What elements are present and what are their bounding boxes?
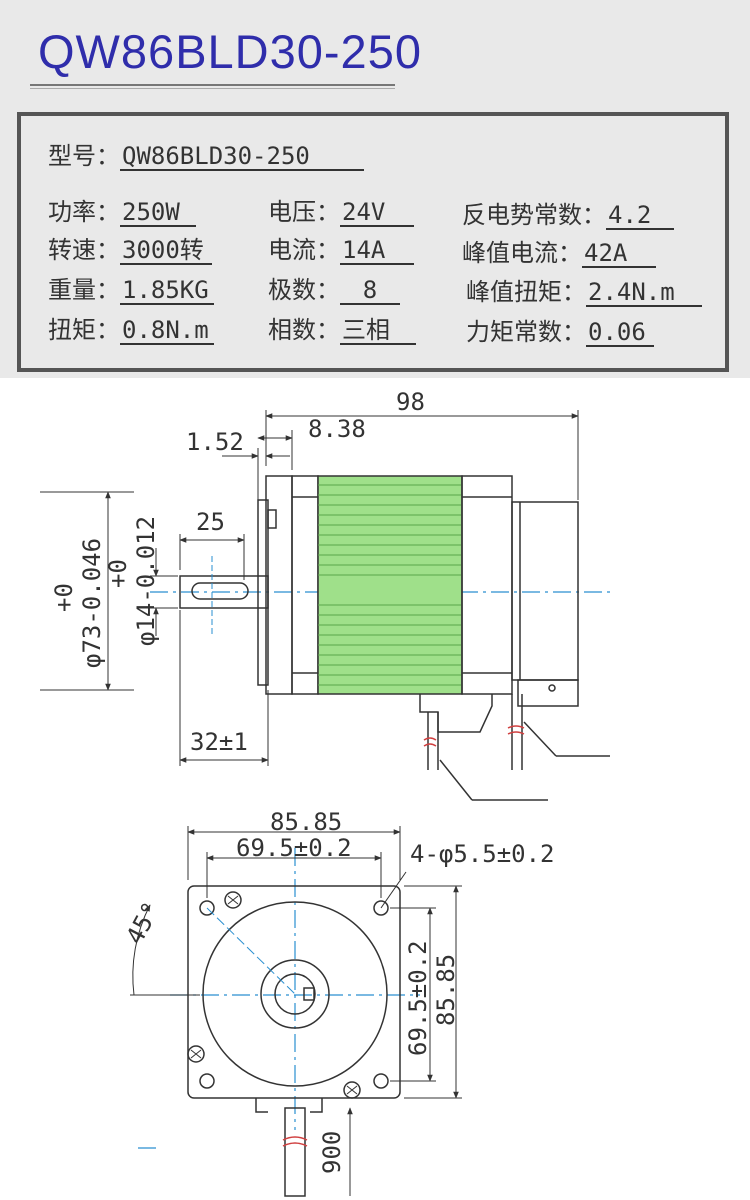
spec-poles-value: 8 [340,277,400,305]
rear-connector-box [517,679,579,707]
shaft-circle [274,973,316,1015]
spec-torque-value: 0.8N.m [120,317,214,345]
spec-peak-current-value: 42A [582,240,656,268]
mount-hole-bl [199,1073,215,1089]
screw-3 [343,1081,361,1099]
spec-table [17,112,729,372]
front-cap [291,475,319,695]
shaft-key [191,582,249,600]
title-underline [30,84,395,86]
spec-phase-value: 三相 [340,317,416,345]
dim-flange-thickness: 1.52 [186,428,244,456]
mount-hole-tl [199,900,215,916]
stator-fins [318,484,462,686]
spec-current: 电流：14A [268,230,414,265]
rear-cap [461,475,513,695]
spec-poles: 极数：8 [268,270,400,305]
spec-model-value: QW86BLD30-250 [120,143,364,171]
flange [265,475,293,695]
page-title: QW86BLD30-250 [38,25,422,78]
spec-power-value: 250W [120,199,196,227]
mount-hole-tr [373,900,389,916]
dim-angle: 45° [121,897,166,948]
screw-1 [224,891,242,909]
side-view [40,410,615,801]
dim-overall-length: 98 [396,388,425,416]
spec-phase: 相数：三相 [268,310,416,345]
spec-current-value: 14A [340,237,414,265]
dim-pilot-diameter: φ73-0.046 [78,538,106,668]
spec-torque-constant-value: 0.06 [586,319,654,347]
rear-housing [511,501,579,681]
dim-pilot-tolerance: +0 [50,583,78,612]
cable-front [284,1107,306,1197]
spec-torque-constant: 力矩常数：0.06 [466,312,654,347]
shaft-key-front [303,987,315,1001]
cable-exit [255,1098,323,1113]
spec-power: 功率：250W [48,192,196,227]
spec-bemf-value: 4.2 [606,202,674,230]
spec-speed: 转速：3000转 [48,230,212,265]
dim-key-length: 25 [196,508,225,536]
stator [317,475,463,695]
dim-shaft-diameter: φ14-0.012 [132,516,160,646]
spec-peak-current: 峰值电流：42A [462,233,656,268]
dim-boss-length: 8.38 [308,415,366,443]
spec-peak-torque: 峰值扭矩：2.4N.m [466,272,702,307]
screw-2 [187,1045,205,1063]
spec-bemf: 反电势常数：4.2 [462,195,674,230]
spec-model: 型号：QW86BLD30-250 [48,136,364,171]
mount-hole-br [373,1073,389,1089]
dim-lead-length: 900 [318,1131,346,1174]
title-underline-secondary [30,88,395,89]
cable-gland-1 [419,694,493,733]
flange-screw [267,509,277,529]
dim-flange-width: 85.85 [270,808,342,836]
pilot-circle [260,959,330,1029]
dim-hole-spacing-h: 69.5±0.2 [236,834,352,862]
spec-voltage: 电压：24V [268,192,414,227]
pilot-boss [257,499,269,686]
dim-shaft-length: 32±1 [190,728,248,756]
spec-weight: 重量：1.85KG [48,270,214,305]
housing-circle [202,901,388,1087]
spec-weight-value: 1.85KG [120,277,214,305]
front-flange [187,885,401,1099]
dim-hole-spacing-v: 69.5±0.2 [404,940,432,1056]
spec-voltage-value: 24V [340,199,414,227]
dim-shaft-tolerance: +0 [104,559,132,588]
front-view [130,826,462,1197]
spec-torque: 扭矩：0.8N.m [48,310,214,345]
dim-mount-holes: 4-φ5.5±0.2 [410,840,555,868]
dim-flange-height: 85.85 [432,954,460,1026]
spec-speed-value: 3000转 [120,237,212,265]
spec-peak-torque-value: 2.4N.m [586,279,702,307]
